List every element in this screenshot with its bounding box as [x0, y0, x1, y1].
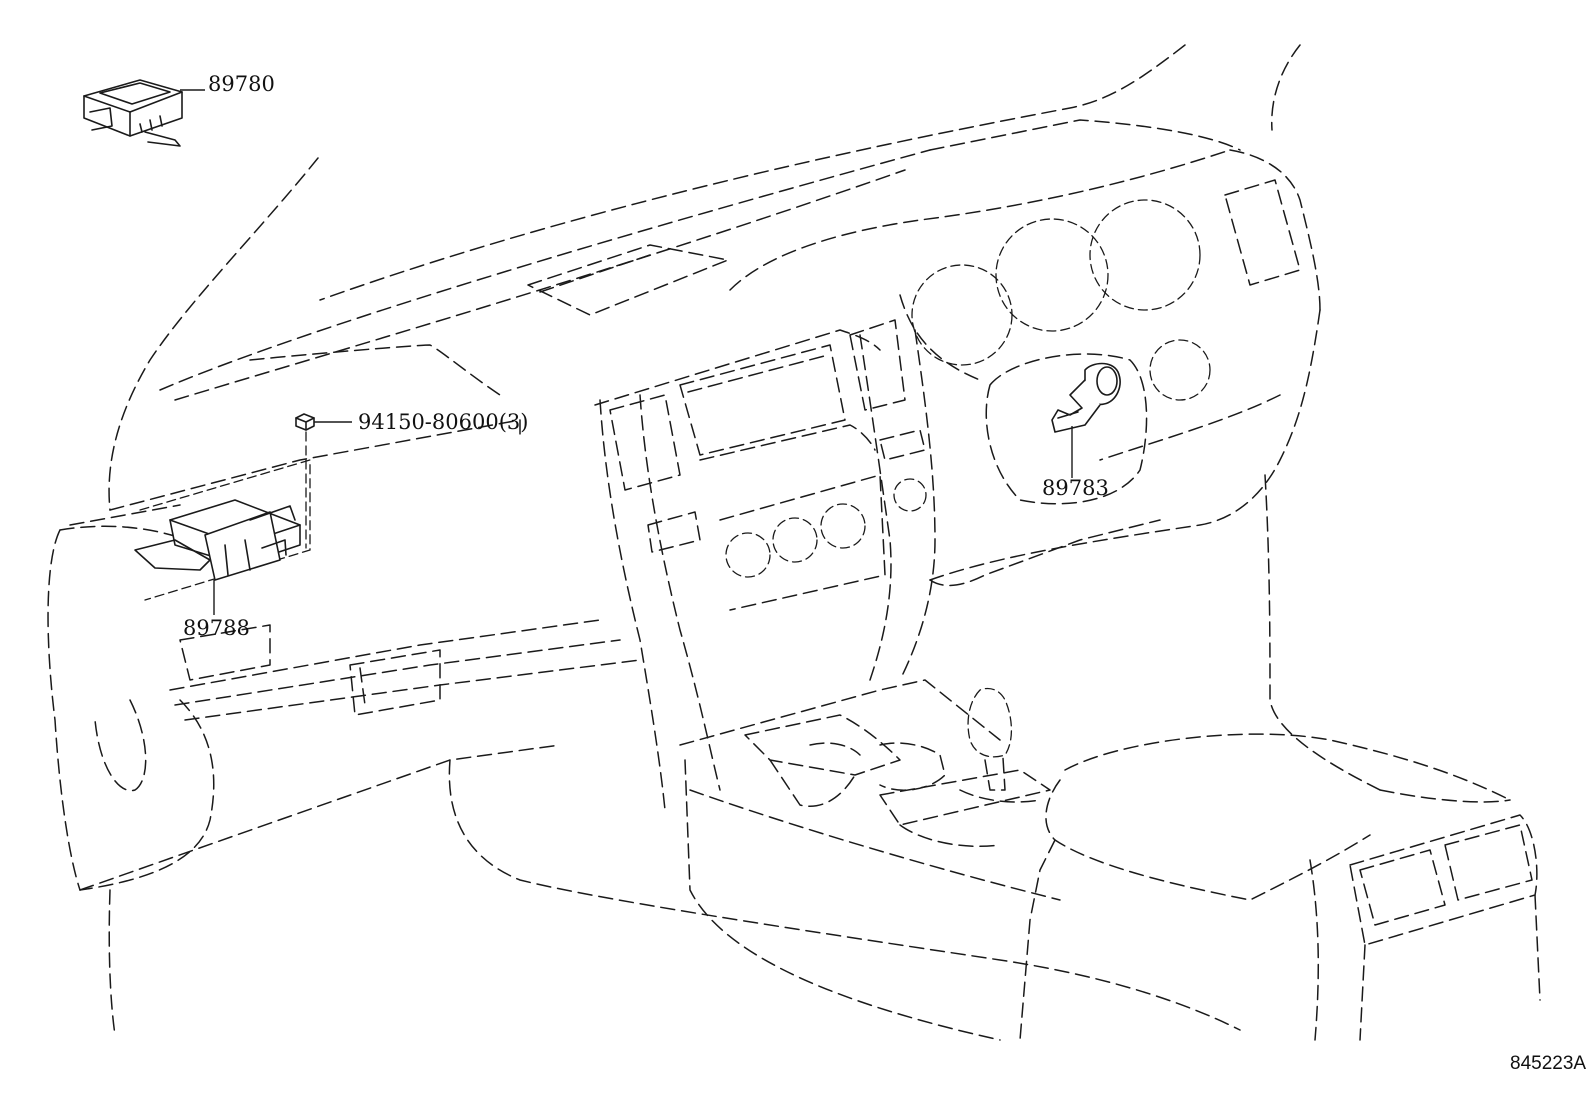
callout-89788: 89788 — [183, 616, 250, 640]
leader-lines — [180, 89, 1073, 615]
transponder-coil-89783 — [1051, 362, 1121, 433]
control-module-89780 — [83, 79, 183, 147]
dashboard-outline — [47, 44, 1541, 1041]
nut-94150 — [295, 413, 315, 431]
bracket-89788 — [134, 459, 311, 601]
callout-89783: 89783 — [1042, 476, 1109, 500]
diagram-code: 845223A — [1510, 1053, 1586, 1074]
callout-94150: 94150-80600(3) — [358, 410, 528, 434]
callout-89780: 89780 — [208, 72, 275, 96]
